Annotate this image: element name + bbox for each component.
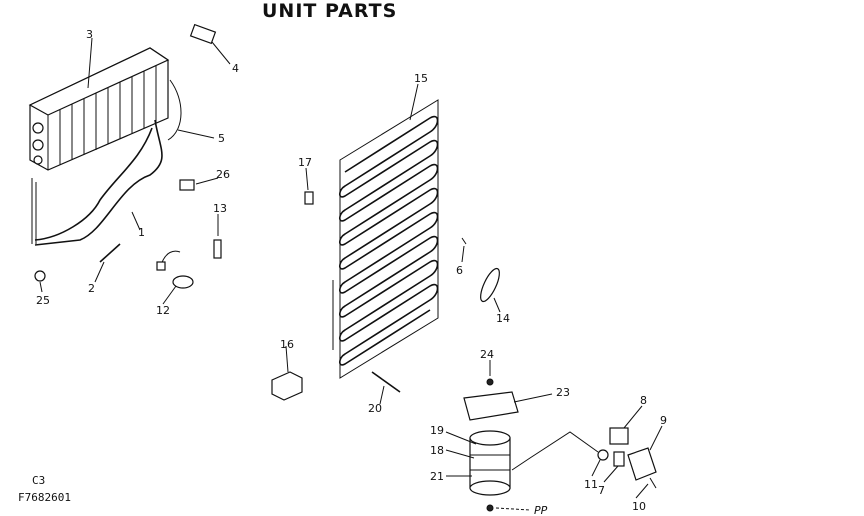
callout-16: 16 — [280, 338, 294, 351]
part-17-clip — [304, 191, 314, 205]
part-13-clip — [213, 239, 222, 259]
callout-25: 25 — [36, 294, 50, 307]
part-23-cover — [463, 391, 519, 421]
part-12-thermostat — [156, 250, 194, 289]
diagram-title: UNIT PARTS — [262, 0, 398, 22]
part-14-heater — [480, 267, 500, 303]
callout-26: 26 — [216, 168, 230, 181]
part-8-relay — [609, 427, 629, 445]
part-16-bracket — [271, 371, 303, 401]
callout-7: 7 — [598, 484, 605, 497]
callout-3: 3 — [86, 28, 93, 41]
footer-code-1: C3 — [32, 474, 46, 487]
callout-23: 23 — [556, 386, 570, 399]
part-25-grommet — [34, 270, 46, 282]
part-11-overload — [597, 449, 609, 461]
part-21-compressor — [469, 430, 511, 496]
callout-4: 4 — [232, 62, 239, 75]
callout-14: 14 — [496, 312, 510, 325]
callout-24: 24 — [480, 348, 494, 361]
callout-19: 19 — [430, 424, 444, 437]
part-26-clip — [179, 179, 195, 191]
callout-15: 15 — [414, 72, 428, 85]
callout-11: 11 — [584, 478, 598, 491]
callout-2: 2 — [88, 282, 95, 295]
part-5-wire-harness — [167, 79, 182, 141]
callout-labels: 3 4 5 26 13 1 2 12 25 15 17 16 20 6 14 2… — [36, 28, 667, 516]
leader-lines — [39, 37, 663, 499]
footer-code-2: F7682601 — [18, 491, 71, 504]
callout-1: 1 — [138, 226, 145, 239]
part-2-pin — [99, 243, 121, 263]
part-1-drain-tube — [31, 119, 163, 246]
callout-20: 20 — [368, 402, 382, 415]
callout-6: 6 — [456, 264, 463, 277]
callout-18: 18 — [430, 444, 444, 457]
part-15-evaporator — [332, 99, 439, 379]
part-10-clip — [649, 477, 657, 489]
callout-21: 21 — [430, 470, 444, 483]
part-4-block — [189, 23, 217, 45]
callout-8: 8 — [640, 394, 647, 407]
callout-9: 9 — [660, 414, 667, 427]
callout-13: 13 — [213, 202, 227, 215]
callout-5: 5 — [218, 132, 225, 145]
callout-pp: PP — [534, 504, 548, 516]
callout-12: 12 — [156, 304, 170, 317]
part-20-drier — [371, 371, 401, 393]
compressor-tube — [486, 431, 599, 512]
part-6-fitting — [461, 237, 467, 245]
part-3-condenser — [28, 47, 170, 171]
callout-17: 17 — [298, 156, 312, 169]
part-7-terminal — [613, 451, 625, 467]
part-9-relay-cover — [627, 447, 657, 481]
part-24-screw — [486, 378, 494, 386]
callout-10: 10 — [632, 500, 646, 513]
